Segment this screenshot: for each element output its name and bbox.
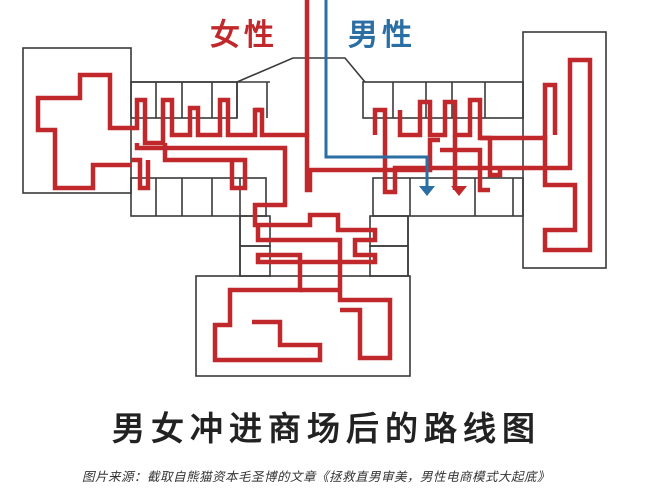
female-arrow-icon (451, 186, 467, 196)
diagram-title: 男女冲进商场后的路线图 (112, 409, 541, 448)
female-label: 女性 (210, 18, 278, 53)
female-route (35, 0, 593, 363)
male-route (324, 0, 429, 190)
male-label: 男性 (348, 18, 416, 53)
male-arrow-icon (419, 186, 435, 196)
image-source-caption: 图片来源：截取自熊猫资本毛圣博的文章《拯救直男审美，男性电商模式大起底》 (82, 469, 551, 484)
route-arrows (419, 186, 467, 196)
